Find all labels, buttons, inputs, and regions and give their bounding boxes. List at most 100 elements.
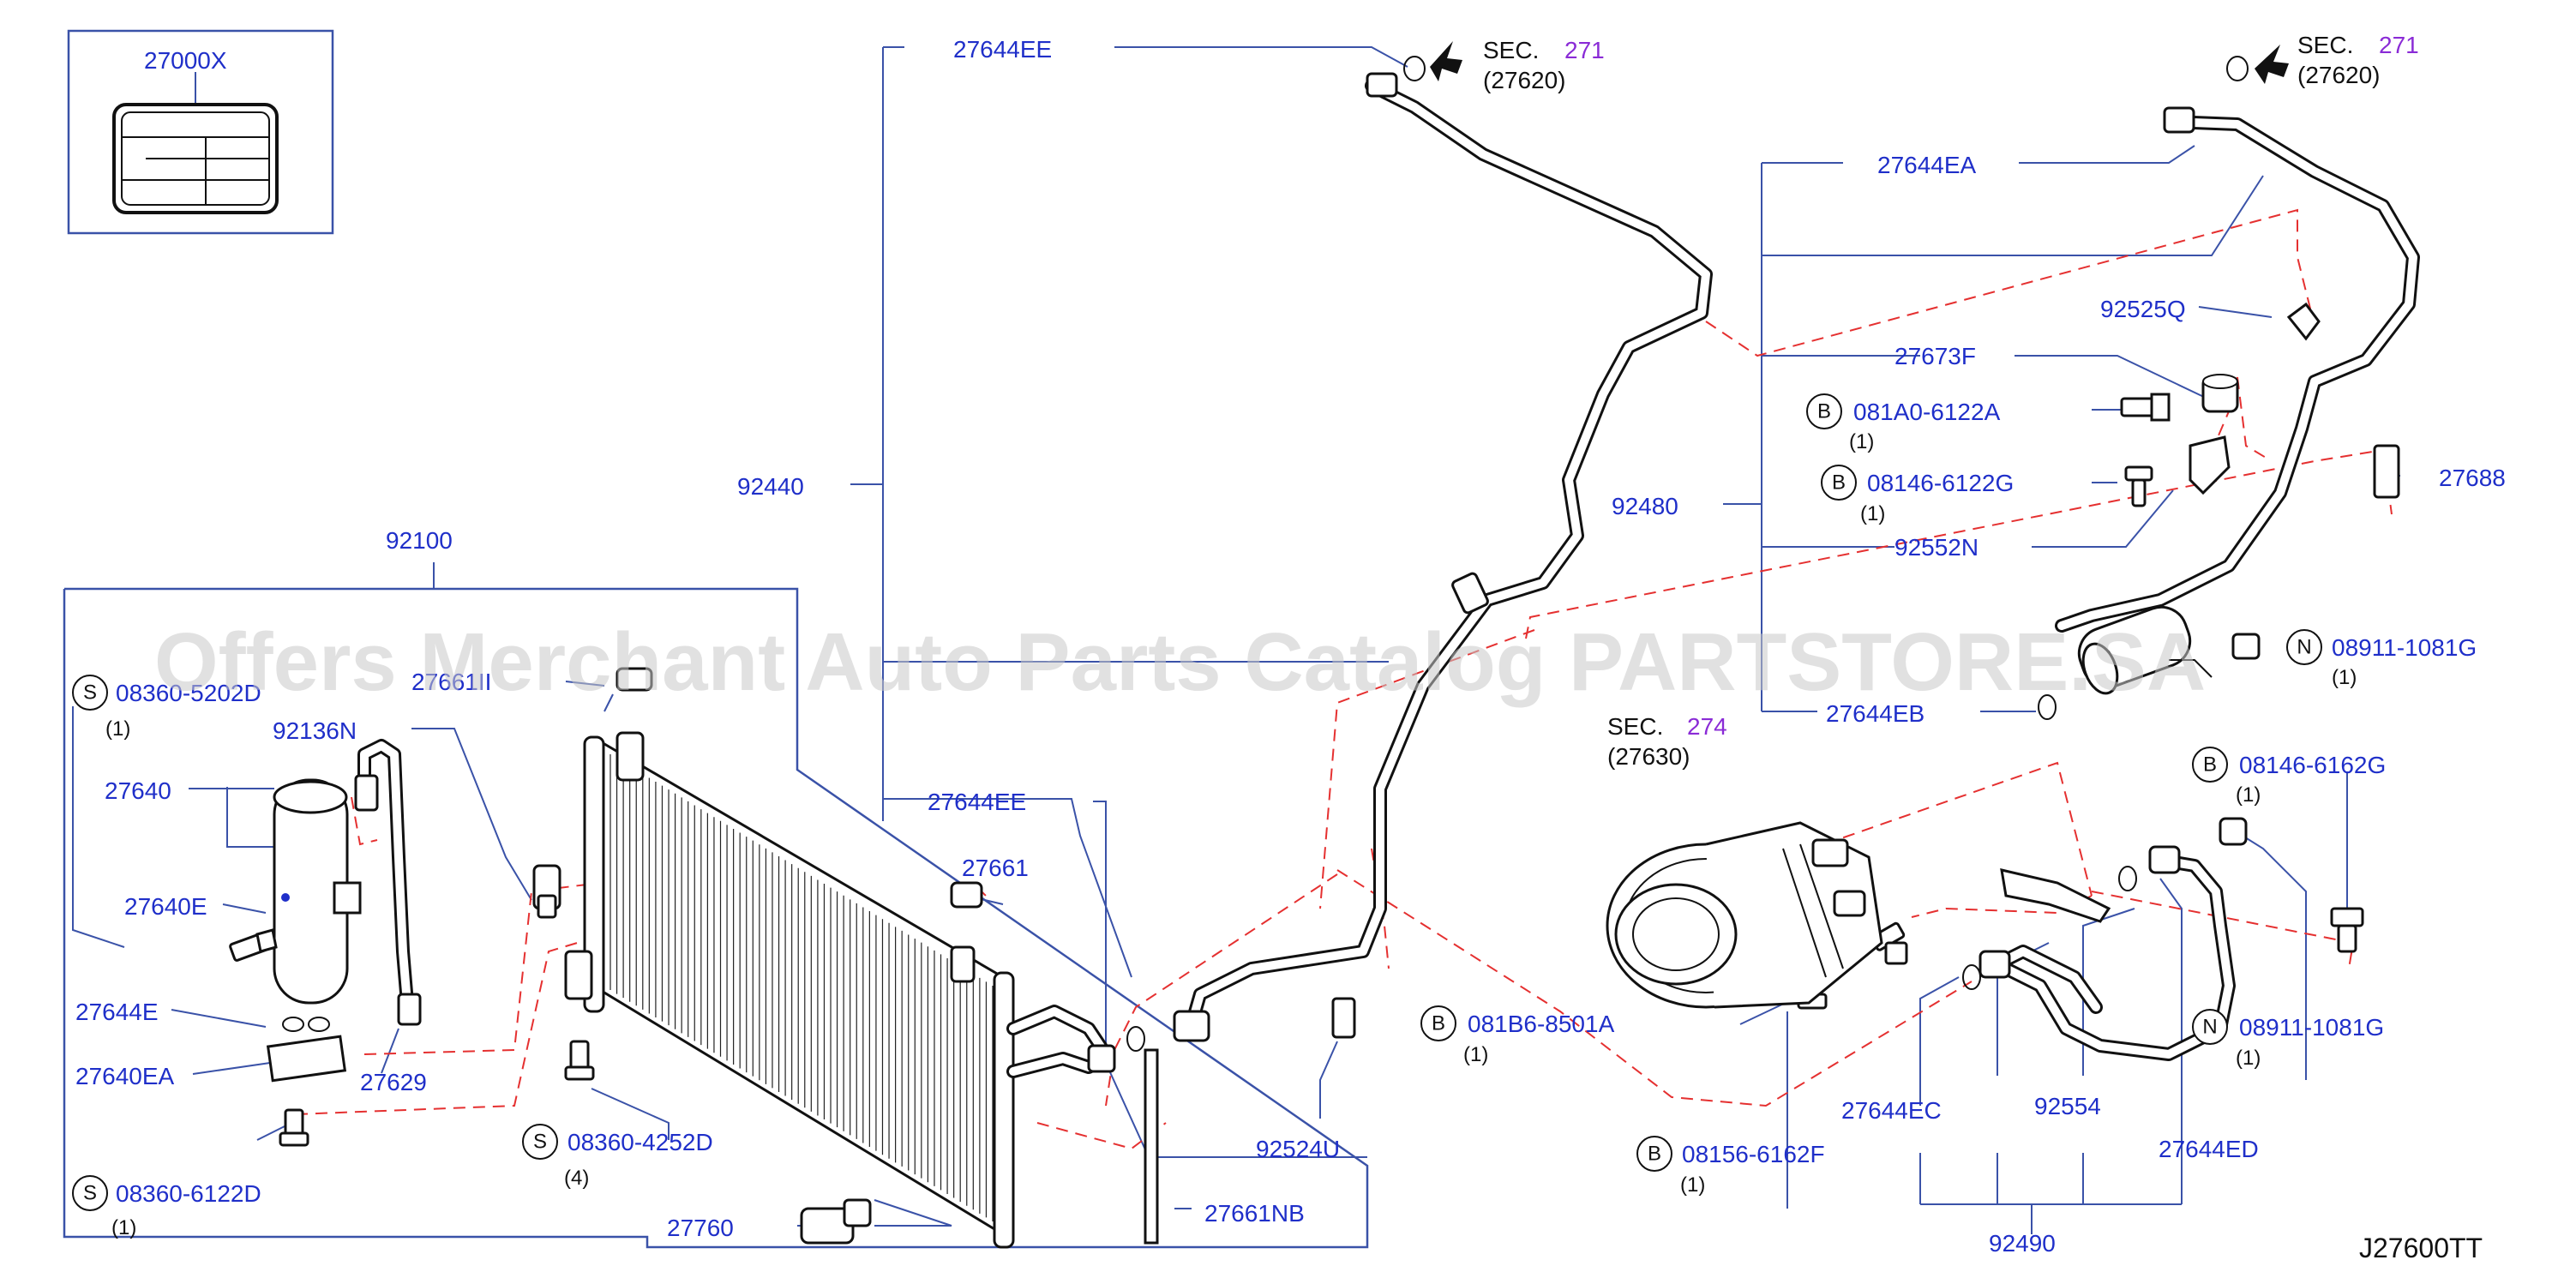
arrow-icon: [1430, 41, 1462, 81]
fitting-icon: [2148, 845, 2181, 874]
fastener-callout: B 08146-6162G (1): [2192, 747, 2386, 807]
fastener-callout: B 08146-6122G (1): [1821, 465, 2014, 525]
svg-text:081B6-8501A: 081B6-8501A: [1468, 1011, 1615, 1037]
bolt-icon: [564, 1040, 595, 1081]
svg-text:(1): (1): [2332, 666, 2357, 689]
section-ref-3: SEC. 274 (27630): [1607, 713, 1727, 770]
label-27688: 27688: [2439, 465, 2506, 491]
fitting-icon: [1366, 72, 1398, 98]
svg-text:(1): (1): [1463, 1043, 1488, 1066]
pressure-switch-icon: [532, 864, 561, 919]
svg-text:B: B: [1432, 1012, 1445, 1035]
section-ref-1: SEC. 271 (27620): [1483, 37, 1605, 93]
hose-assembly-92490: [1979, 845, 2236, 1061]
svg-text:08156-6162F: 08156-6162F: [1682, 1141, 1825, 1167]
bolt-icon: [279, 1108, 309, 1147]
svg-text:(1): (1): [105, 717, 130, 741]
svg-text:SEC.: SEC.: [1607, 713, 1663, 740]
fastener-callout: B 08156-6162F (1): [1636, 1136, 1825, 1197]
svg-text:274: 274: [1687, 713, 1727, 740]
svg-text:(27620): (27620): [2297, 62, 2381, 88]
svg-text:08146-6122G: 08146-6122G: [1867, 470, 2014, 496]
label-plate-icon: [112, 103, 279, 214]
bracket-icon: [266, 1035, 347, 1083]
diagram-code: J27600TT: [2359, 1233, 2483, 1263]
label-27640EA: 27640EA: [75, 1063, 175, 1089]
svg-text:(1): (1): [1680, 1173, 1705, 1197]
svg-text:SEC.: SEC.: [1483, 37, 1539, 63]
nut-icon: [2219, 633, 2261, 846]
fastener-callout: S 08360-5202D (1): [72, 675, 261, 741]
svg-text:B: B: [1648, 1143, 1661, 1166]
svg-text:08911-1081G: 08911-1081G: [2239, 1014, 2384, 1041]
bolt-icon: [2120, 393, 2171, 422]
svg-text:S: S: [83, 1182, 97, 1205]
arrow-icon: [2255, 45, 2289, 84]
section-arrow-1: [1403, 41, 1462, 81]
label-92136N: 92136N: [273, 717, 357, 744]
harness-icon: [354, 739, 422, 1026]
fitting-icon: [1979, 950, 2011, 979]
svg-text:B: B: [2203, 753, 2217, 777]
label-box: [67, 29, 334, 235]
o-ring-icon: [1126, 694, 2137, 1052]
svg-text:N: N: [2297, 636, 2311, 659]
svg-text:271: 271: [1564, 37, 1605, 63]
part-labels: 27000X 92100 92440 27644EE 27644EE 27644…: [75, 36, 2506, 1257]
fastener-callout: B 081B6-8501A (1): [1420, 1005, 1615, 1066]
fitting-icon: [2163, 106, 2195, 134]
label-27000X: 27000X: [144, 47, 227, 74]
bolt-icon: [2330, 907, 2364, 953]
svg-text:B: B: [1832, 471, 1846, 495]
svg-text:B: B: [1817, 400, 1831, 423]
fastener-callout: N 08911-1081G (1): [2192, 1009, 2384, 1070]
bolt-icon: [229, 928, 278, 962]
svg-text:(1): (1): [2236, 783, 2261, 807]
svg-text:(1): (1): [1849, 430, 1874, 453]
svg-text:08360-5202D: 08360-5202D: [116, 680, 261, 706]
seal-strip-icon: [1144, 1048, 1159, 1245]
label-92524U: 92524U: [1256, 1136, 1340, 1162]
svg-text:08911-1081G: 08911-1081G: [2332, 634, 2477, 661]
clip-icon: [615, 302, 2400, 1039]
svg-text:08146-6162G: 08146-6162G: [2239, 752, 2386, 778]
label-27644EC: 27644EC: [1841, 1097, 1942, 1124]
svg-text:S: S: [83, 681, 97, 705]
grommet-icon: [2201, 374, 2239, 413]
fitting-icon: [1173, 1010, 1210, 1042]
svg-text:SEC.: SEC.: [2297, 32, 2353, 58]
bracket-icon: [2189, 435, 2231, 495]
condenser-group-box: [63, 587, 1369, 1249]
svg-text:(27620): (27620): [1483, 67, 1566, 93]
o-ring-icon: [282, 1017, 330, 1032]
svg-text:(4): (4): [564, 1167, 589, 1190]
label-92554: 92554: [2034, 1093, 2101, 1119]
bracket-icon: [2000, 868, 2111, 923]
condenser-icon: [564, 731, 1116, 1249]
label-27673F: 27673F: [1894, 343, 1976, 369]
section-ref-2: SEC. 271 (27620): [2297, 32, 2419, 88]
label-92490: 92490: [1989, 1230, 2056, 1257]
muffler-icon: [2077, 605, 2192, 695]
label-92480: 92480: [1612, 493, 1678, 519]
fastener-callout: B 081A0-6122A (1): [1806, 393, 2001, 453]
watermark: Offers Merchant Auto Parts Catalog PARTS…: [154, 616, 2206, 708]
bracket-icon: [564, 950, 593, 1000]
pipe-92440: [1173, 72, 1713, 1042]
label-27644E: 27644E: [75, 999, 159, 1025]
section-arrow-2: [2226, 45, 2289, 84]
svg-text:271: 271: [2379, 32, 2419, 58]
svg-text:S: S: [533, 1131, 547, 1154]
label-27640E: 27640E: [124, 893, 207, 920]
label-27644ED: 27644ED: [2159, 1136, 2259, 1162]
label-92440: 92440: [737, 473, 804, 500]
label-27644EE-top: 27644EE: [953, 36, 1052, 63]
label-27644EB: 27644EB: [1826, 700, 1924, 727]
label-27644EA: 27644EA: [1877, 152, 1977, 178]
pipe-92480: [2055, 106, 2420, 695]
label-92552N: 92552N: [1894, 534, 1979, 561]
fastener-callout: S 08360-6122D (1): [72, 1175, 261, 1239]
fastener-callout: S 08360-4252D (4): [522, 1124, 713, 1190]
svg-text:(1): (1): [111, 1216, 136, 1239]
